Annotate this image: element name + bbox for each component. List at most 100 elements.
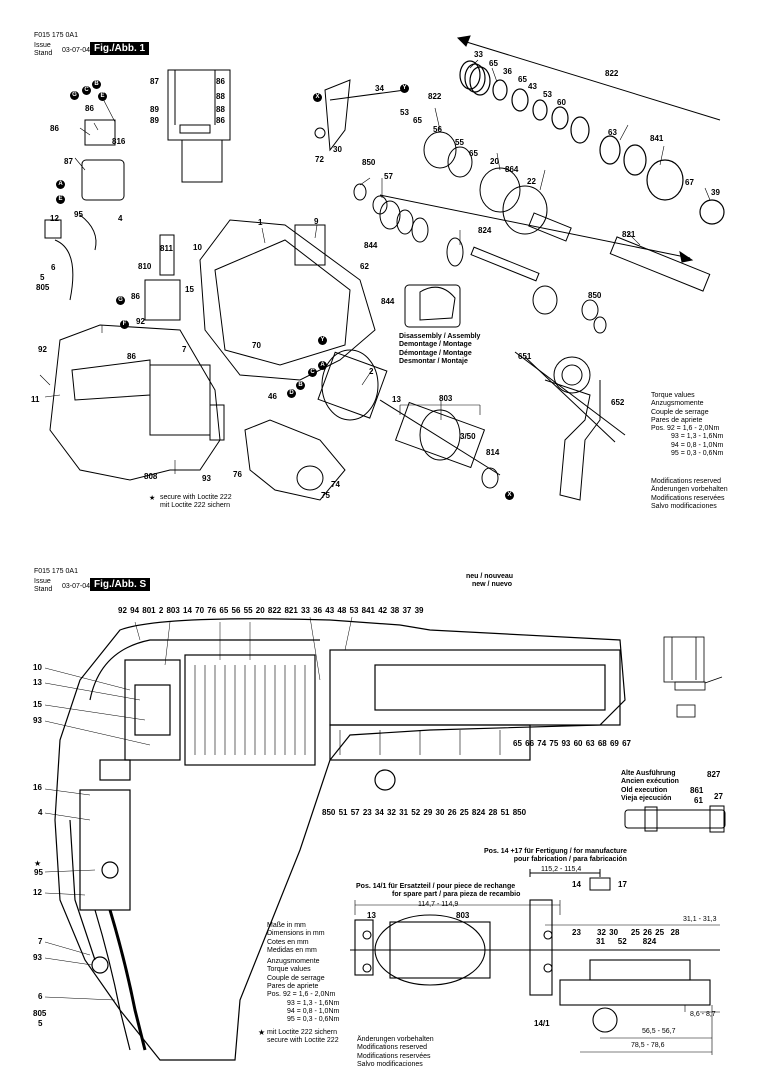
modifications-line: Salvo modificaciones	[357, 1060, 423, 1068]
issue-date: 03-07-04	[62, 47, 91, 54]
marker-b: B	[296, 381, 305, 390]
fig1-callout: 92	[136, 317, 145, 326]
figS-callout: 93	[33, 953, 42, 962]
fig1-callout: 67	[685, 178, 694, 187]
figS-callout: 827	[707, 770, 721, 779]
fig1-callout: 841	[650, 134, 664, 143]
figS-callout: 6	[38, 992, 43, 1001]
fig1-callout: 75	[321, 491, 330, 500]
figS-callout: 13	[33, 678, 42, 687]
fig1-callout: 7	[182, 345, 187, 354]
loctite-line: mit Loctite 222 sichern	[267, 1029, 338, 1036]
fig1-callout: 53	[543, 90, 552, 99]
modifications-line: Salvo modificaciones	[651, 502, 717, 510]
disassembly-note: Disassembly / Assembly Demontage / Monta…	[399, 333, 480, 366]
marker-a: A	[318, 361, 327, 370]
figS-spare-callouts: 23 32 30 25 26 25 28	[572, 928, 680, 937]
fig1-callout: 652	[611, 398, 625, 407]
fig1-callout: 86	[85, 104, 94, 113]
marker-e: E	[56, 195, 65, 204]
fig1-callout: 86	[50, 124, 59, 133]
modifications-note: Modifications reserved Änderungen vorbeh…	[651, 478, 728, 511]
fig1-callout: 9	[314, 217, 319, 226]
fig1-callout: 22	[527, 177, 536, 186]
fig1-callout: 803	[439, 394, 453, 403]
torque-line: Anzugsmomente	[651, 400, 704, 408]
loctite-star: ★	[34, 859, 42, 868]
figS-callout: 16	[33, 783, 42, 792]
fig1-callout: 36	[503, 67, 512, 76]
marker-x: X	[313, 93, 322, 102]
masse-line: Anzugsmomente	[267, 958, 320, 966]
modifications-line: Modifications reservées	[357, 1052, 431, 1060]
fig1-callout: 5	[40, 273, 45, 282]
masse-line: Maße in mm	[267, 922, 306, 929]
figS-label: Fig./Abb. S	[90, 578, 151, 591]
torque-line: Pos. 92 = 1,6 - 2,0Nm	[651, 425, 720, 433]
fig1-callout: 15	[185, 285, 194, 294]
modifications-line: Modifications reservées	[651, 494, 725, 502]
dim-d2: 8,6 - 8,7	[690, 1011, 716, 1018]
doc-id: F015 175 0A1	[34, 32, 78, 39]
marker-f: F	[120, 320, 129, 329]
fig1-callout: 811	[160, 244, 173, 253]
fig1-callout: 11	[31, 395, 40, 404]
masse-line: Pos. 92 = 1,6 - 2,0Nm	[267, 991, 336, 999]
fig1-callout: 6	[51, 263, 56, 272]
dim-d3: 56,5 - 56,7	[642, 1028, 676, 1035]
fig1-callout: 46	[268, 392, 277, 401]
figS-callout: 14/1	[534, 1019, 550, 1028]
figS-callout: 14	[572, 880, 581, 889]
fig1-callout: 86	[216, 116, 225, 125]
fig1-callout: 43	[528, 82, 537, 91]
fig1-callout: 12	[50, 214, 59, 223]
masse-line: Couple de serrage	[267, 974, 325, 982]
old-execution-note: Alte Ausführung Ancien exécution Old exe…	[621, 770, 679, 803]
old-execution-line: Alte Ausführung	[621, 770, 676, 777]
fig1-callout: 86	[216, 77, 225, 86]
fig1-callout: 95	[74, 210, 83, 219]
fig1-callout: 86	[131, 292, 140, 301]
loctite-line: secure with Loctite 222	[267, 1037, 339, 1045]
neu-nouveau-label: neu / nouveau	[466, 573, 514, 580]
masse-line: Pares de apriete	[267, 983, 319, 991]
issue-date: 03-07-04	[62, 583, 91, 590]
fig1-callout: 824	[478, 226, 492, 235]
issue-stand-label: Issue Stand	[34, 578, 52, 594]
fig1-callout: 87	[150, 77, 159, 86]
masse-line: 95 = 0,3 - 0,6Nm	[287, 1016, 340, 1024]
figS-callout: 12	[33, 888, 42, 897]
figS-callout: 4	[38, 808, 43, 817]
figS-callout: 861	[690, 786, 704, 795]
fig1-callout: 2	[369, 367, 374, 376]
figS-callout: 95	[34, 868, 43, 877]
dim-pos14: 115,2 - 115,4	[541, 866, 582, 873]
figS-top-callouts: 92 94 801 2 803 14 70 76 65 56 55 20 822…	[118, 606, 424, 615]
fig1-callout: 56	[433, 125, 442, 134]
figS-callout: 13	[367, 911, 376, 920]
fig1-callout: 88	[216, 92, 225, 101]
pos141-note: Pos. 14/1 für Ersatzteil / pour piece de…	[356, 883, 520, 900]
fig1-callout: 55	[455, 138, 464, 147]
figS-right-callouts: 65 66 74 75 93 60 63 68 69 67	[513, 739, 631, 748]
fig1-callout: 76	[233, 470, 242, 479]
fig1-callout: 39	[711, 188, 720, 197]
fig1-callout: 65	[413, 116, 422, 125]
loctite-line: secure with Loctite 222	[160, 494, 232, 501]
masse-line: Dimensions in mm	[267, 930, 325, 938]
marker-x: X	[505, 491, 514, 500]
disassembly-line: Disassembly / Assembly	[399, 333, 481, 340]
fig1-callout: 4	[118, 214, 123, 223]
pos14-note: Pos. 14 +17 für Fertigung / for manufact…	[484, 848, 627, 865]
loctite-note: secure with Loctite 222 mit Loctite 222 …	[160, 494, 232, 511]
fig1-callout: 821	[622, 230, 636, 239]
fig1-callout: 822	[428, 92, 442, 101]
pos14-line: Pos. 14 +17 für Fertigung / for manufact…	[484, 848, 627, 855]
marker-a: A	[56, 180, 65, 189]
issue-label: Issue	[34, 578, 51, 585]
fig1-callout: 74	[331, 480, 340, 489]
fig1-callout: 53	[400, 108, 409, 117]
fig1-callout: 3/50	[460, 432, 476, 441]
marker-y: Y	[318, 336, 327, 345]
disassembly-line: Demontage / Montage	[399, 341, 472, 349]
